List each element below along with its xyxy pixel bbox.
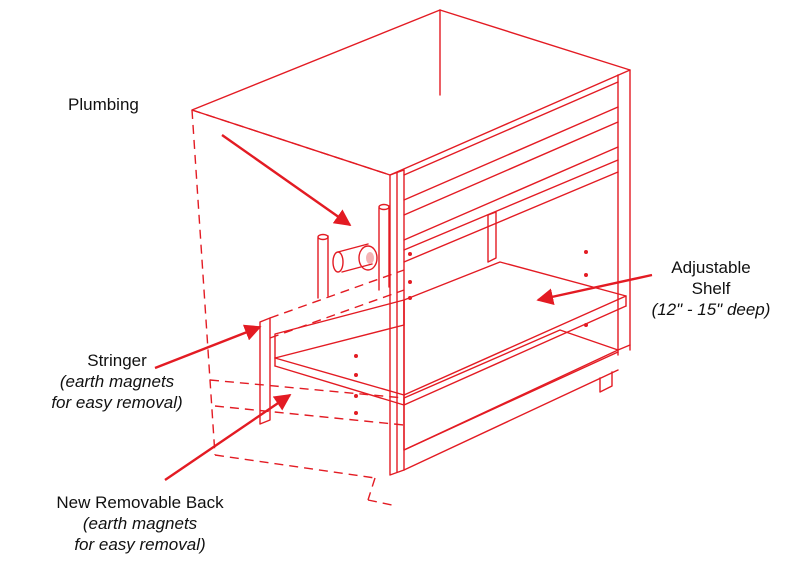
- cabinet-right-side: [403, 69, 631, 471]
- plumbing-label-text: Plumbing: [68, 95, 139, 114]
- stringer-label-note-2: for easy removal): [51, 393, 183, 412]
- back-label-note-1: (earth magnets: [82, 514, 198, 533]
- stringer-label-title: Stringer: [87, 351, 147, 370]
- shelf-pin-holes: [354, 250, 588, 415]
- stringer-label: Stringer (earth magnets for easy removal…: [42, 350, 192, 413]
- back-label: New Removable Back (earth magnets for ea…: [20, 492, 260, 555]
- shelf-label-line-2: Shelf: [691, 279, 731, 298]
- cabinet-left-side: [191, 109, 393, 506]
- shelf-arrow: [536, 273, 653, 305]
- shelf-label: Adjustable Shelf (12" - 15" deep): [636, 257, 786, 320]
- plumbing-label: Plumbing: [68, 94, 139, 115]
- back-board: [487, 211, 497, 263]
- front-stile: [389, 169, 405, 476]
- shelf-label-note: (12" - 15" deep): [651, 300, 771, 319]
- back-label-title: New Removable Back: [56, 493, 224, 512]
- back-arrow: [164, 394, 292, 481]
- adjustable-shelf: [274, 261, 627, 406]
- stringer-arrow: [154, 324, 262, 370]
- shelf-label-line-1: Adjustable: [671, 258, 751, 277]
- bottom-shelf: [209, 329, 619, 451]
- stringer-label-note-1: (earth magnets: [59, 372, 175, 391]
- plumbing-arrow: [221, 134, 352, 226]
- plumbing-pipes: [317, 203, 390, 299]
- cabinet-top: [191, 9, 631, 176]
- back-label-note-2: for easy removal): [74, 535, 206, 554]
- stringer: [259, 269, 405, 425]
